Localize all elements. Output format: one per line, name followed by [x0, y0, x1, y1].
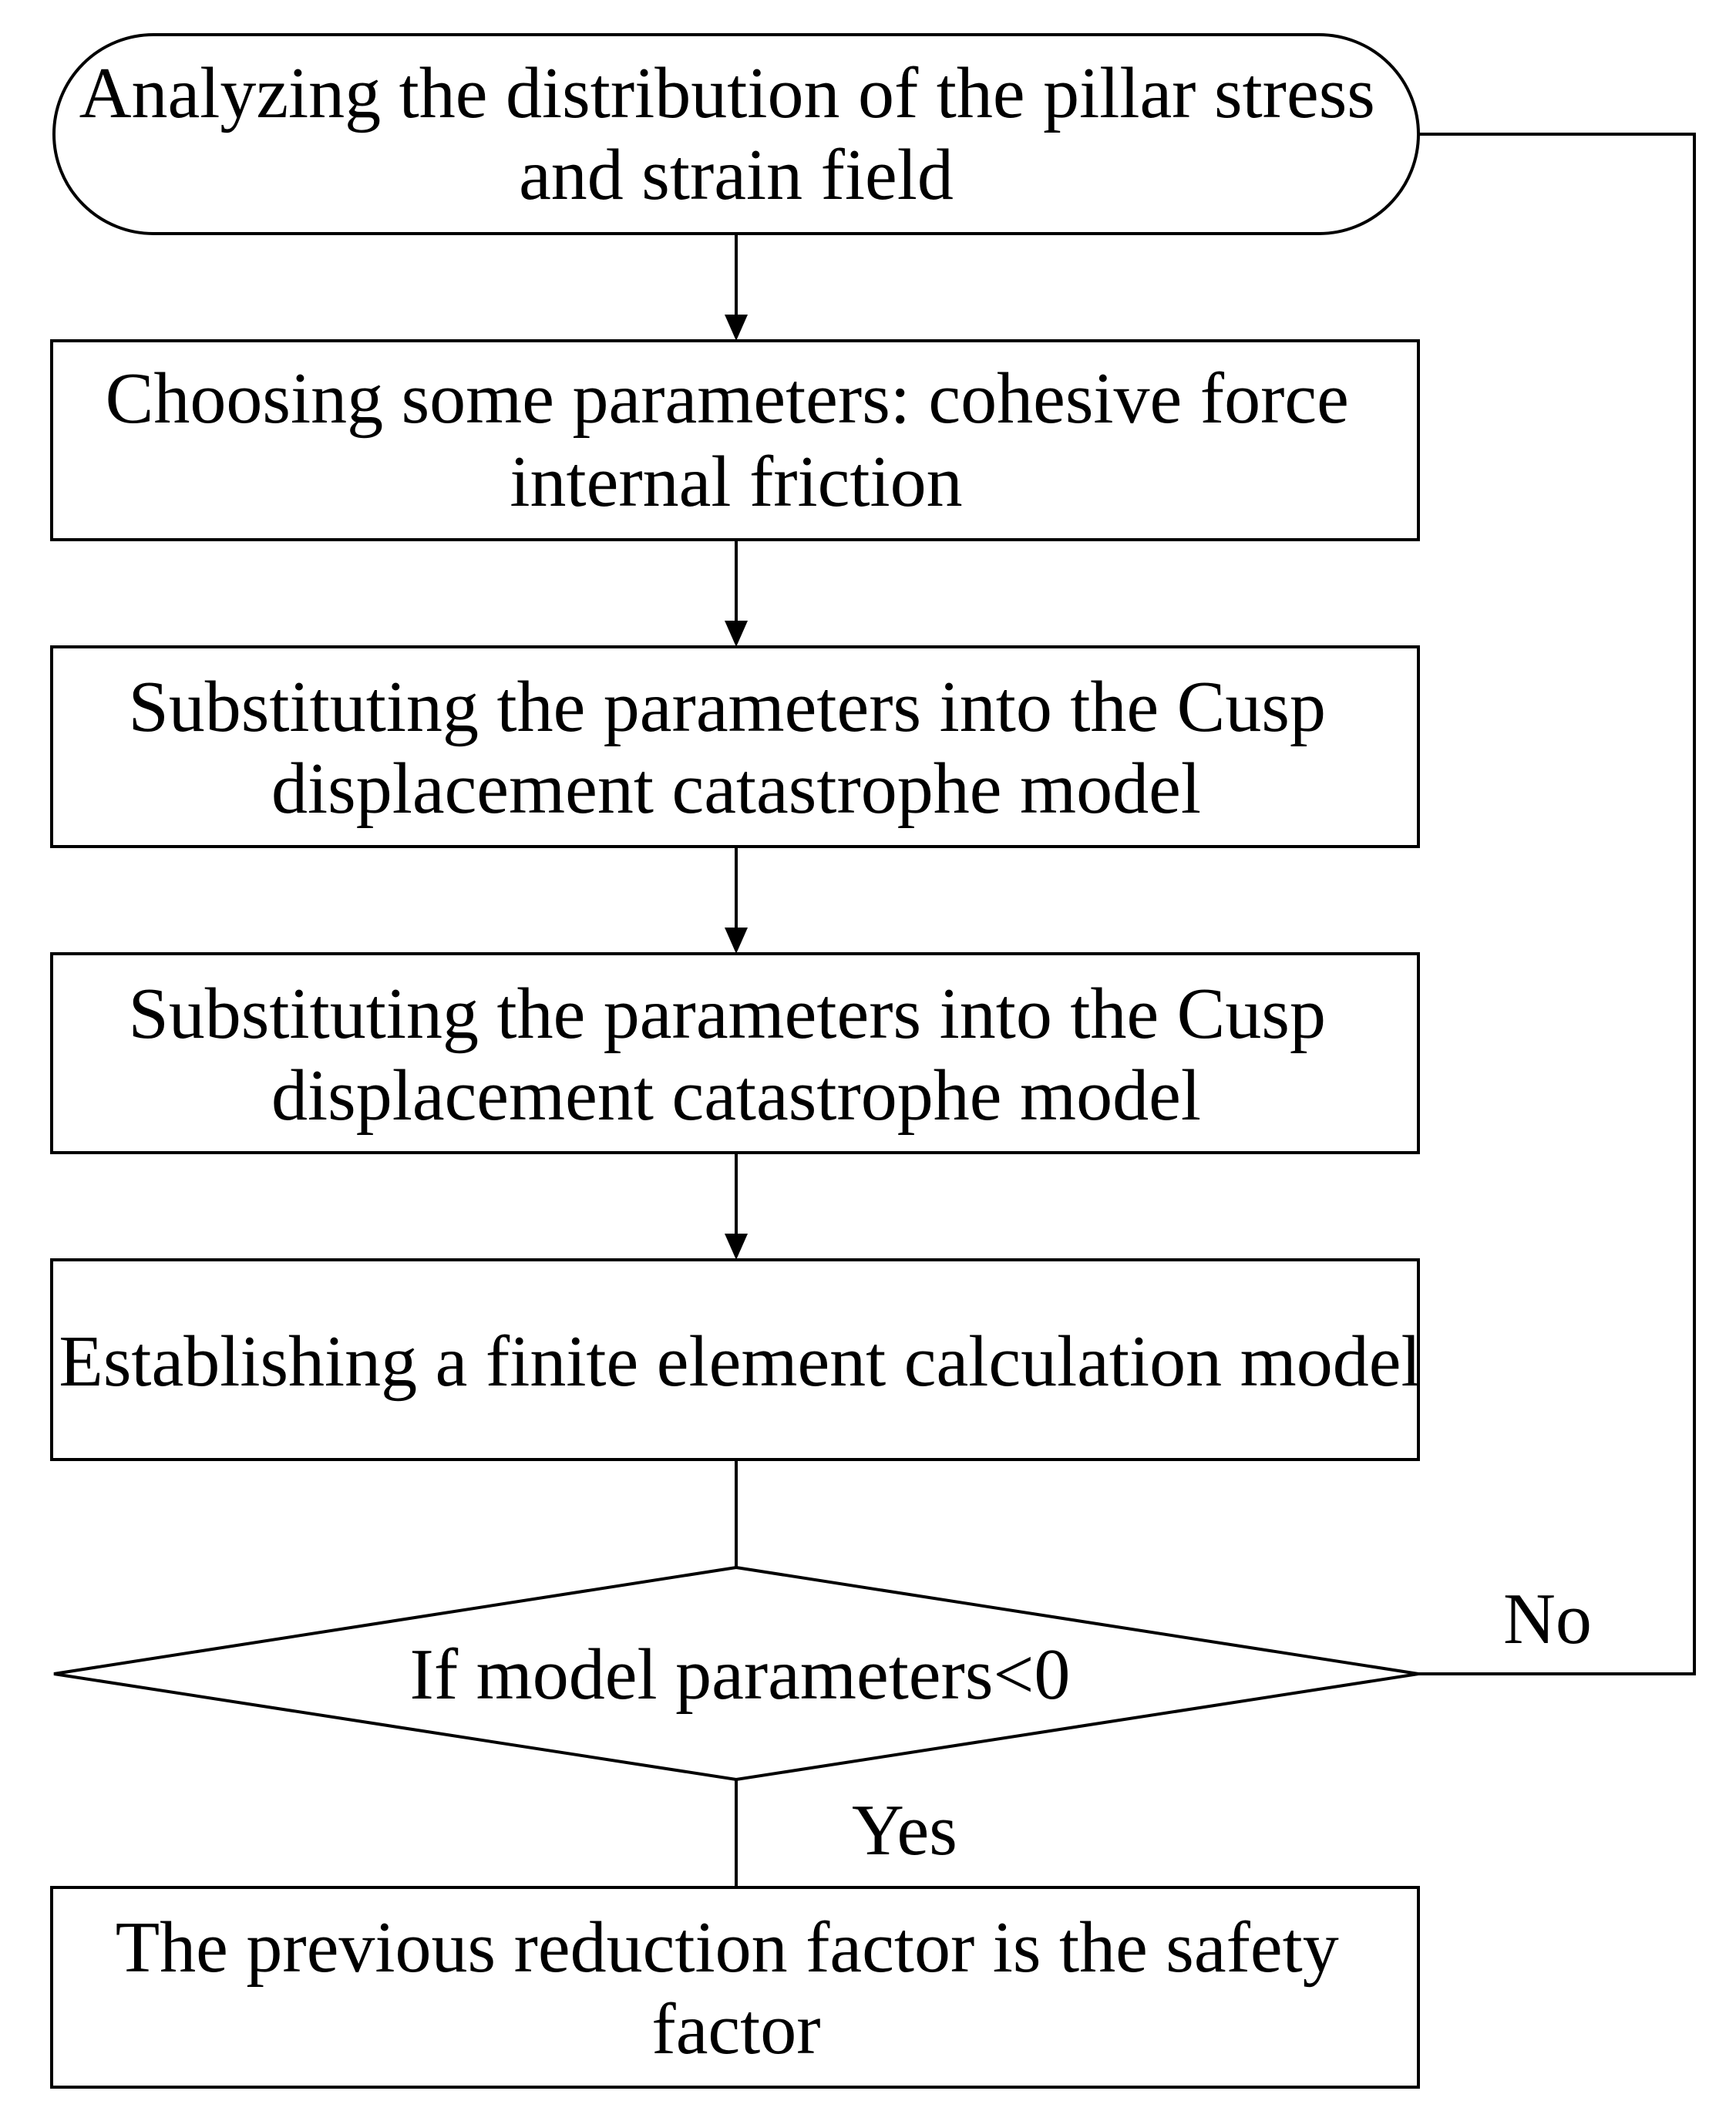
svg-text:Analyzing the distribution of: Analyzing the distribution of the pillar…	[79, 53, 1394, 215]
arrow-step2-to-step3	[725, 847, 748, 954]
step-substitute-parameters-1-line-1: Substituting the parameters into the Cus…	[129, 667, 1326, 747]
decision-node: If model parameters<0	[53, 1565, 1419, 1782]
svg-text:Establishing a finite element: Establishing a finite element calculatio…	[59, 1322, 1421, 1402]
end-node-line-2: factor	[651, 1989, 820, 2069]
start-node-line-2: and strain field	[519, 135, 954, 215]
step-establish-model-line-1: Establishing a finite element calculatio…	[59, 1322, 1421, 1402]
arrow-start-to-step1	[725, 234, 748, 341]
arrow-step3-to-step4	[725, 1153, 748, 1260]
start-node-line-1: Analyzing the distribution of the pillar…	[79, 53, 1375, 133]
yes-branch-label: Yes	[852, 1790, 957, 1870]
end-node-box	[50, 1886, 1420, 2089]
end-node-line-1: The previous reduction factor is the saf…	[116, 1907, 1339, 1988]
step-substitute-parameters-1-box	[50, 645, 1420, 848]
step-choose-parameters: Choosing some parameters: cohesive force…	[50, 339, 1420, 541]
svg-text:Substituting the parameters in: Substituting the parameters into the Cus…	[129, 667, 1344, 829]
svg-text:Choosing some parameters: cohe: Choosing some parameters: cohesive force…	[106, 359, 1368, 522]
step-choose-parameters-line-2: internal friction	[510, 442, 962, 522]
step-choose-parameters-box	[50, 339, 1420, 541]
step-substitute-parameters-2-line-2: displacement catastrophe model	[271, 1056, 1201, 1136]
decision-text: If model parameters<0	[410, 1635, 1071, 1715]
step-substitute-parameters-2: Substituting the parameters into the Cus…	[50, 952, 1420, 1154]
step-choose-parameters-line-1: Choosing some parameters: cohesive force	[106, 359, 1349, 439]
step-substitute-parameters-1-line-2: displacement catastrophe model	[271, 749, 1201, 829]
arrow-step1-to-step2	[725, 540, 748, 647]
step-substitute-parameters-2-box	[50, 952, 1420, 1154]
step-substitute-parameters-2-line-1: Substituting the parameters into the Cus…	[129, 974, 1326, 1054]
step-establish-model: Establishing a finite element calculatio…	[50, 1258, 1421, 1461]
step-establish-model-box	[50, 1258, 1420, 1461]
connectors	[725, 133, 1696, 1887]
no-branch-label: No	[1503, 1579, 1592, 1659]
svg-text:The previous reduction factor: The previous reduction factor is the saf…	[116, 1907, 1357, 2069]
svg-text:Substituting the parameters in: Substituting the parameters into the Cus…	[129, 974, 1344, 1136]
start-node: Analyzing the distribution of the pillar…	[52, 33, 1420, 235]
step-substitute-parameters-1: Substituting the parameters into the Cus…	[50, 645, 1420, 848]
loop-no-to-start	[1418, 133, 1696, 1675]
end-node: The previous reduction factor is the saf…	[50, 1886, 1420, 2089]
